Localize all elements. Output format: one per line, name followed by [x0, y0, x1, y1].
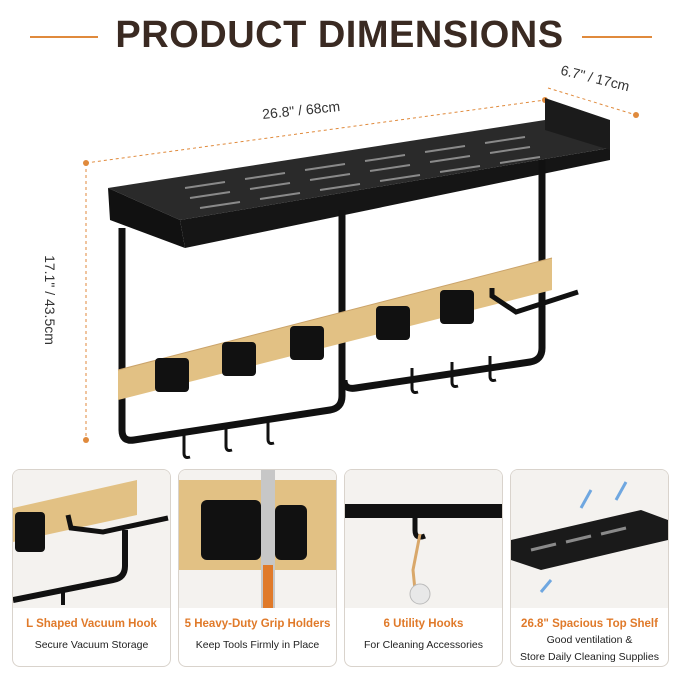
feature-card-top-shelf: 26.8" Spacious Top Shelf Good ventilatio… [510, 469, 669, 667]
shelf-rack-illustration [83, 87, 639, 459]
top-shelf-closeup-image [511, 470, 668, 608]
grip-holder-closeup-image [179, 470, 336, 608]
page-title: PRODUCT DIMENSIONS [115, 14, 564, 56]
feature-cards: L Shaped Vacuum Hook Secure Vacuum Stora… [12, 469, 669, 669]
top-shelf [108, 98, 610, 248]
feature-heading: 5 Heavy-Duty Grip Holders [184, 618, 331, 630]
grip-holders [155, 290, 474, 392]
guide-dot [633, 112, 639, 118]
utility-hook-closeup-image [345, 470, 502, 608]
utility-hooks [182, 356, 497, 459]
dimension-guides [85, 87, 637, 440]
feature-subtext: For Cleaning Accessories [363, 639, 484, 651]
feature-subtext: Keep Tools Firmly in Place [195, 639, 320, 651]
l-shaped-vacuum-hook [489, 288, 579, 315]
feature-card-grip-holders: 5 Heavy-Duty Grip Holders Keep Tools Fir… [178, 469, 337, 667]
feature-card-utility-hooks: 6 Utility Hooks For Cleaning Accessories [344, 469, 503, 667]
vacuum-hook-closeup-image [13, 470, 170, 608]
feature-subtext: Secure Vacuum Storage [34, 639, 149, 651]
feature-heading: 26.8" Spacious Top Shelf [521, 618, 658, 630]
title-rule-left [30, 36, 98, 38]
guide-dot [83, 437, 89, 443]
feature-card-vacuum-hook: L Shaped Vacuum Hook Secure Vacuum Stora… [12, 469, 171, 667]
title-rule-right [582, 36, 652, 38]
feature-subtext-line1: Good ventilation & [546, 634, 633, 646]
feature-heading: L Shaped Vacuum Hook [26, 618, 157, 630]
feature-subtext-line2: Store Daily Cleaning Supplies [520, 651, 659, 663]
guide-dot [83, 160, 89, 166]
feature-heading: 6 Utility Hooks [383, 618, 464, 630]
rack-frame [118, 160, 546, 444]
